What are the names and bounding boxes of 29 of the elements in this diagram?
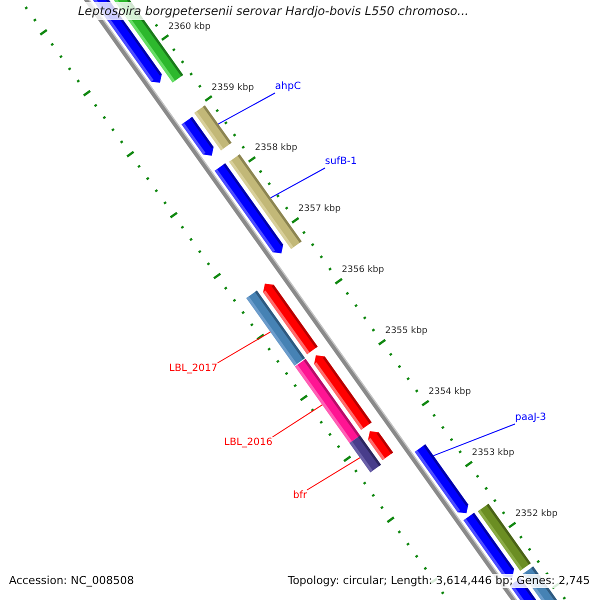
gene-bar — [246, 290, 305, 366]
tick-label: 2357 kbp — [298, 204, 341, 216]
gene-bar — [182, 116, 214, 156]
gene-bar — [414, 444, 468, 514]
leader-line — [217, 331, 271, 364]
tick-label: 2358 kbp — [254, 143, 298, 154]
gene-label: LBL_2017 — [169, 363, 218, 375]
footer-note: Accession: NC_008508 — [7, 574, 136, 588]
gene-label: sufB-1 — [325, 156, 357, 168]
tick-label: 2359 kbp — [212, 82, 254, 94]
tick-label: 2355 kbp — [385, 326, 428, 338]
leader-line — [270, 168, 326, 198]
gene-label: LBL_2016 — [224, 437, 272, 449]
gene-label: ahpC — [275, 81, 301, 93]
tick-label: 2354 kbp — [428, 387, 471, 398]
tick-label: 2356 kbp — [342, 265, 384, 276]
leader-line — [433, 424, 516, 456]
tick-label: 2360 kbp — [168, 22, 211, 32]
tick-label: 2352 kbp — [515, 509, 558, 520]
leader-line — [272, 404, 323, 438]
leader-line — [218, 92, 276, 125]
leader-line — [306, 457, 360, 490]
gene-label: bfr — [293, 490, 307, 502]
tick-label: 2353 kbp — [472, 448, 514, 460]
gene-bar — [214, 163, 284, 254]
footer-note: Topology: circular; Length: 3,614,446 bp; Genes: 2,745 — [286, 574, 592, 588]
gene-label: paaJ-3 — [515, 412, 546, 424]
gene-bar — [350, 436, 381, 472]
gene-bar — [295, 358, 360, 444]
